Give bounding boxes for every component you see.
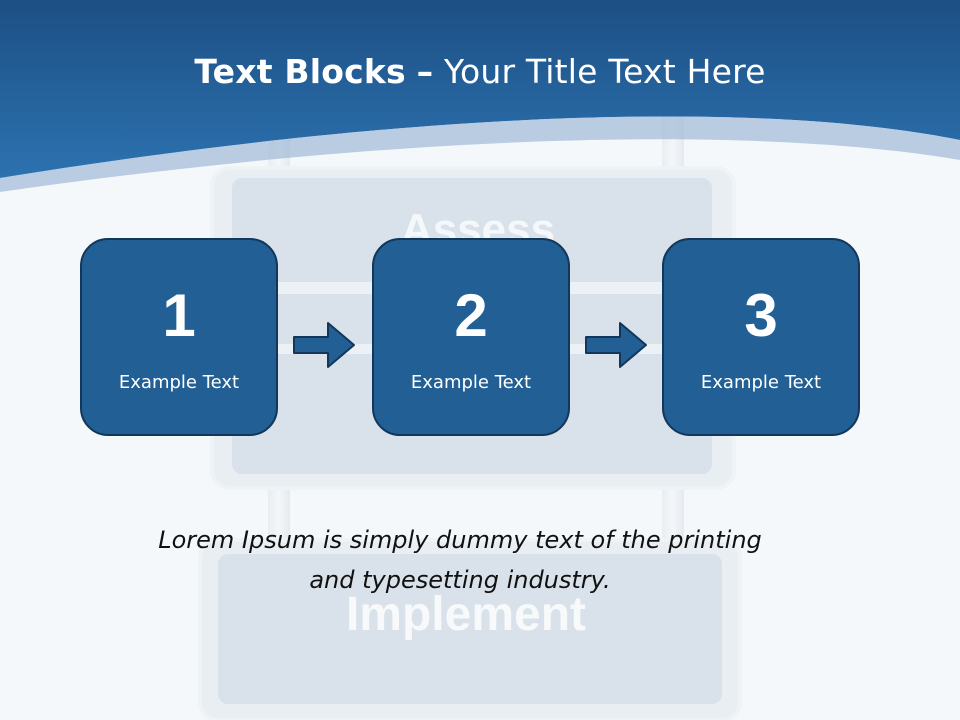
arrow-right-icon xyxy=(585,322,647,368)
arrow-right-icon xyxy=(293,322,355,368)
block-label: Example Text xyxy=(700,372,822,393)
block-label: Example Text xyxy=(118,372,240,393)
header-swoosh xyxy=(0,116,960,192)
slide-title: Text Blocks – Your Title Text Here xyxy=(0,52,960,91)
title-rest: Your Title Text Here xyxy=(444,52,766,91)
text-block-3: 3 Example Text xyxy=(662,238,860,436)
block-label: Example Text xyxy=(410,372,532,393)
text-block-1: 1 Example Text xyxy=(80,238,278,436)
block-number: 3 xyxy=(744,282,778,349)
sign-implement: Implement xyxy=(198,538,742,720)
body-text: Lorem Ipsum is simply dummy text of the … xyxy=(100,520,820,600)
text-block-2: 2 Example Text xyxy=(372,238,570,436)
sign-implement-text: Implement xyxy=(346,588,586,641)
body-text-line-2: and typesetting industry. xyxy=(309,566,611,594)
title-bold: Text Blocks xyxy=(194,52,406,91)
block-number: 2 xyxy=(454,282,488,349)
body-text-line-1: Lorem Ipsum is simply dummy text of the … xyxy=(158,526,762,554)
header-band xyxy=(0,0,960,178)
block-number: 1 xyxy=(162,282,196,349)
title-dash: – xyxy=(416,52,434,91)
